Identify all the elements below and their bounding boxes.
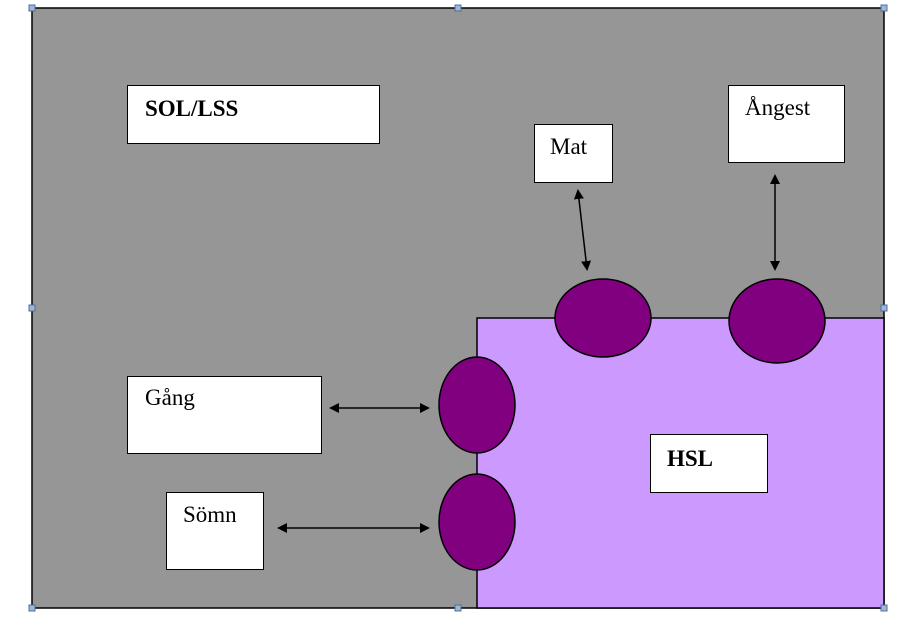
gang-box: Gång	[127, 376, 322, 454]
selection-handles	[28, 4, 888, 612]
hsl-box: HSL	[650, 434, 768, 493]
mat-arrow	[573, 189, 592, 271]
angest-label: Ångest	[745, 95, 811, 120]
angest-connector	[728, 278, 826, 364]
somn-label: Sömn	[183, 502, 237, 527]
angest-box: Ångest	[728, 85, 845, 163]
somn-box: Sömn	[166, 492, 264, 570]
mat-connector	[554, 278, 652, 358]
sol-lss-label: SOL/LSS	[145, 96, 239, 121]
mat-box: Mat	[534, 124, 613, 183]
mat-label: Mat	[550, 134, 588, 159]
sol-lss-box: SOL/LSS	[127, 85, 380, 144]
hsl-label: HSL	[667, 446, 714, 471]
gang-connector	[438, 356, 516, 454]
gang-label: Gång	[145, 385, 195, 410]
somn-connector	[438, 473, 516, 571]
